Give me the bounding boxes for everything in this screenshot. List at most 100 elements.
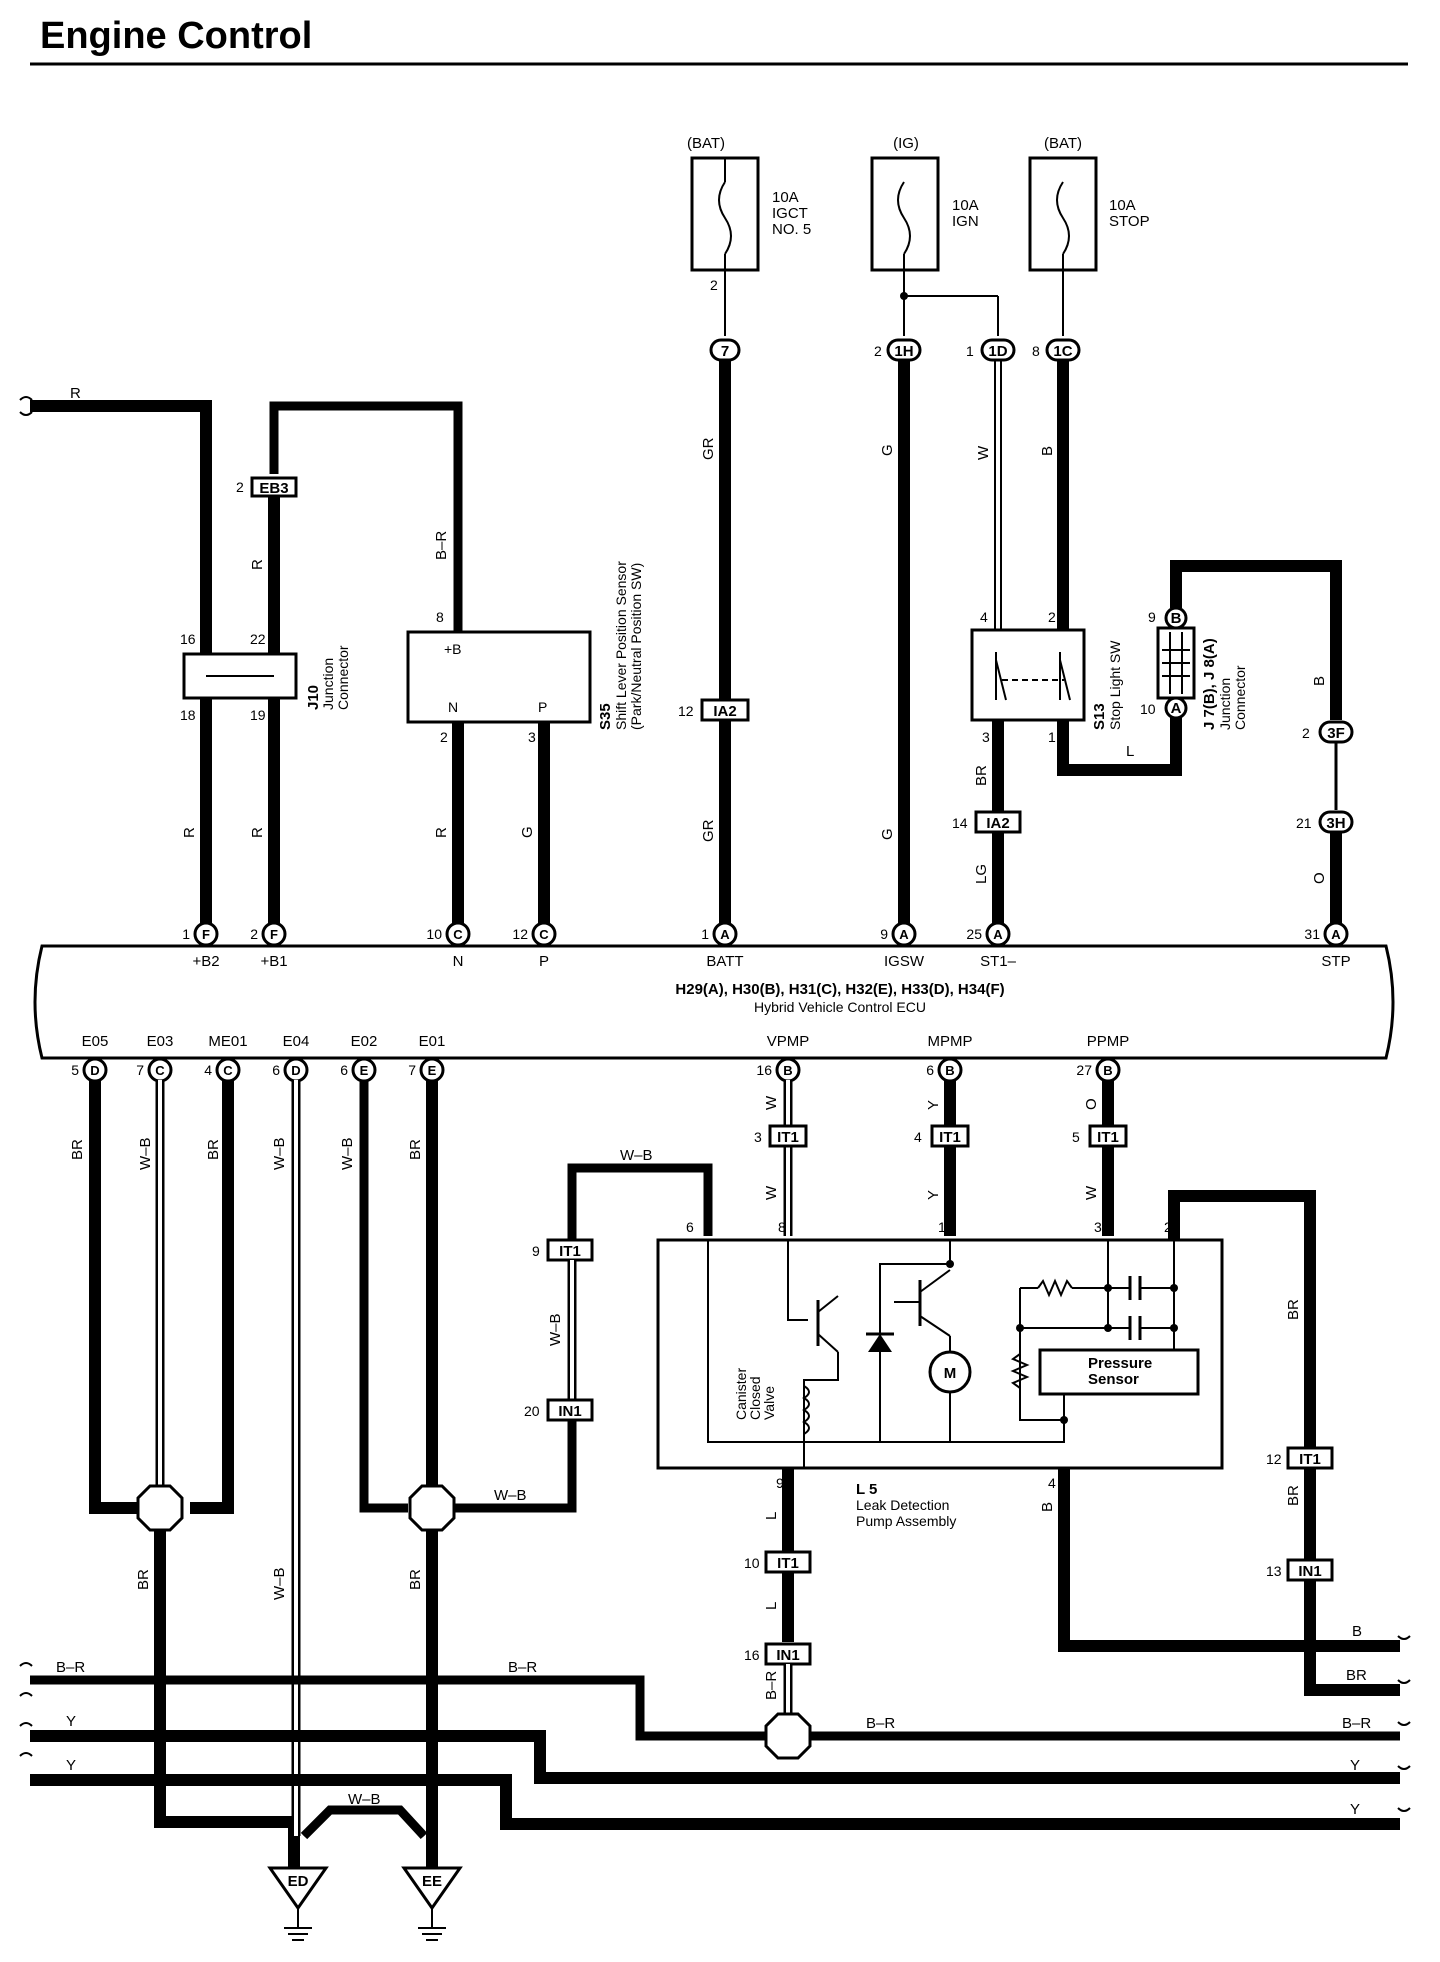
svg-text:LG: LG	[973, 864, 990, 884]
svg-text:G: G	[879, 828, 896, 840]
svg-text:ED: ED	[288, 1873, 309, 1890]
svg-text:P: P	[539, 953, 549, 970]
svg-text:IT1: IT1	[559, 1243, 581, 1260]
svg-text:Y: Y	[66, 1713, 76, 1730]
svg-text:MPMP: MPMP	[928, 1033, 973, 1050]
svg-text:Canister: Canister	[733, 1368, 749, 1420]
svg-text:O: O	[1083, 1098, 1100, 1110]
svg-text:3: 3	[982, 729, 990, 745]
ecu-body: H29(A), H30(B), H31(C), H32(E), H33(D), …	[33, 944, 1395, 1060]
svg-text:Sensor: Sensor	[1088, 1371, 1139, 1388]
svg-text:GR: GR	[700, 437, 717, 460]
svg-text:STP: STP	[1321, 953, 1350, 970]
svg-text:8: 8	[1032, 343, 1040, 359]
svg-text:STOP: STOP	[1109, 213, 1150, 230]
svg-text:Y: Y	[925, 1100, 942, 1110]
svg-text:3: 3	[754, 1129, 762, 1145]
svg-text:C: C	[539, 927, 549, 942]
svg-text:Y: Y	[66, 1757, 76, 1774]
svg-text:B–R: B–R	[433, 531, 450, 560]
svg-text:R: R	[249, 827, 266, 838]
svg-text:IA2: IA2	[713, 703, 736, 720]
svg-text:W: W	[763, 1095, 780, 1110]
coil-icon	[802, 1385, 810, 1435]
svg-text:2: 2	[874, 343, 882, 359]
svg-text:5: 5	[1072, 1129, 1080, 1145]
svg-text:16: 16	[180, 631, 196, 647]
svg-text:W: W	[975, 445, 992, 460]
svg-text:B–R: B–R	[1342, 1715, 1371, 1732]
svg-text:BR: BR	[973, 765, 990, 786]
svg-text:BR: BR	[1285, 1485, 1302, 1506]
svg-text:B: B	[1039, 446, 1056, 456]
svg-text:31: 31	[1304, 926, 1320, 942]
junction-j10: 16 22 18 19 J10 Junction Connector	[180, 631, 351, 723]
svg-text:IA2: IA2	[986, 815, 1009, 832]
svg-text:B: B	[1311, 676, 1328, 686]
fuse-ign: (IG) 10A IGN	[870, 135, 979, 272]
svg-text:25: 25	[966, 926, 982, 942]
svg-text:A: A	[720, 927, 730, 942]
fuse-icon	[897, 181, 911, 255]
svg-text:(BAT): (BAT)	[1044, 135, 1082, 152]
svg-text:9: 9	[532, 1243, 540, 1259]
svg-text:EB3: EB3	[259, 480, 288, 497]
svg-text:27: 27	[1076, 1062, 1092, 1078]
svg-text:19: 19	[250, 707, 266, 723]
svg-text:Junction: Junction	[1217, 678, 1233, 730]
svg-text:M: M	[944, 1365, 957, 1382]
splice-b-r	[764, 1712, 812, 1760]
svg-text:+B: +B	[444, 641, 462, 657]
svg-text:W–B: W–B	[494, 1487, 527, 1504]
svg-text:16: 16	[744, 1647, 760, 1663]
svg-text:IN1: IN1	[776, 1647, 799, 1664]
svg-text:6: 6	[340, 1062, 348, 1078]
svg-text:Pressure: Pressure	[1088, 1355, 1152, 1372]
svg-text:10: 10	[1140, 701, 1156, 717]
svg-text:D: D	[291, 1063, 300, 1078]
svg-text:BATT: BATT	[706, 953, 743, 970]
conn-it1-e: 12 IT1	[1266, 1446, 1334, 1470]
conn-it1-f: 10 IT1	[744, 1550, 812, 1574]
svg-text:GR: GR	[700, 819, 717, 842]
svg-text:W–B: W–B	[620, 1147, 653, 1164]
svg-text:L 5: L 5	[856, 1481, 877, 1498]
svg-text:2: 2	[440, 729, 448, 745]
svg-text:1: 1	[182, 926, 190, 942]
ecu-pin-b1: F2+B1	[250, 921, 288, 970]
svg-text:L: L	[763, 1512, 780, 1520]
svg-text:E04: E04	[283, 1033, 310, 1050]
svg-text:A: A	[1331, 927, 1341, 942]
conn-7: 7	[709, 338, 741, 362]
svg-text:IGN: IGN	[952, 213, 979, 230]
svg-text:W: W	[1083, 1185, 1100, 1200]
switch-s13: 4 2 3 1 S13 Stop Light SW	[970, 609, 1123, 745]
svg-text:NO. 5: NO. 5	[772, 221, 811, 238]
svg-text:S13: S13	[1091, 703, 1108, 730]
svg-text:Y: Y	[1350, 1757, 1360, 1774]
svg-text:2: 2	[1302, 725, 1310, 741]
svg-text:R: R	[249, 559, 266, 570]
conn-3h: 21 3H	[1296, 810, 1354, 834]
svg-text:2: 2	[236, 479, 244, 495]
svg-text:BR: BR	[1346, 1667, 1367, 1684]
svg-text:7: 7	[721, 343, 729, 360]
svg-text:10A: 10A	[952, 197, 979, 214]
svg-text:Connector: Connector	[1232, 665, 1248, 730]
svg-text:1: 1	[938, 1219, 946, 1235]
svg-text:B–R: B–R	[508, 1659, 537, 1676]
svg-text:13: 13	[1266, 1563, 1282, 1579]
svg-text:1: 1	[1048, 729, 1056, 745]
svg-text:1: 1	[701, 926, 709, 942]
svg-text:C: C	[223, 1063, 233, 1078]
svg-text:F: F	[202, 927, 210, 942]
svg-text:W–B: W–B	[271, 1567, 288, 1600]
svg-text:P: P	[538, 699, 547, 715]
svg-text:N: N	[453, 953, 464, 970]
svg-text:9: 9	[1148, 609, 1156, 625]
